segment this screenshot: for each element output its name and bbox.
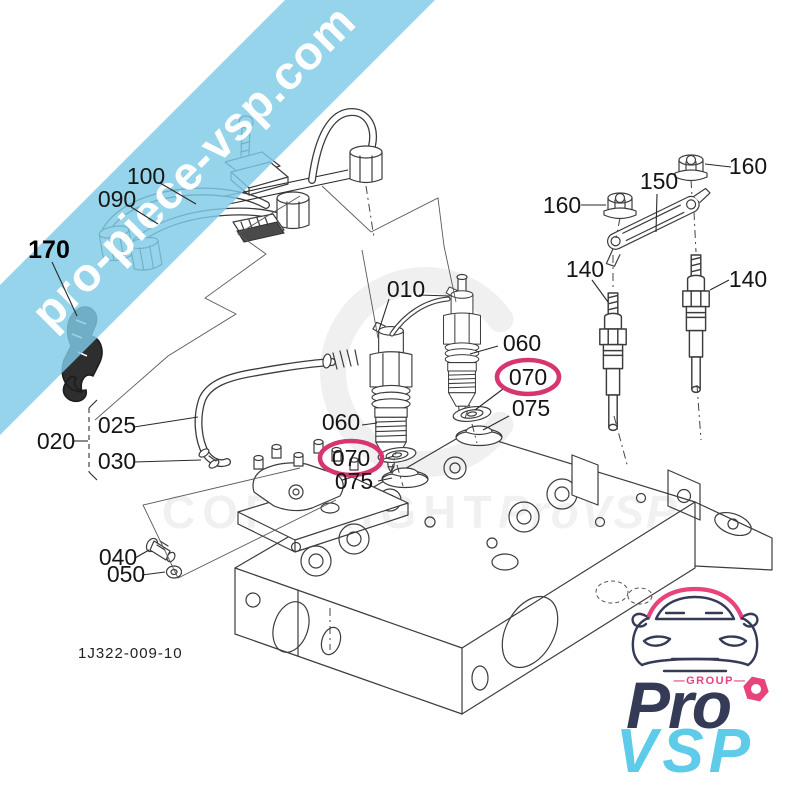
part-label-020: 020 <box>37 428 75 454</box>
glow-plug-left-art <box>599 292 627 432</box>
part-label-060-right: 060 <box>503 330 541 356</box>
highlight-ellipse-070-left <box>317 438 385 478</box>
car-roof-line <box>645 586 745 621</box>
part-label-140-left: 140 <box>566 256 604 282</box>
glow-plug-right-art <box>682 254 710 394</box>
association-lines <box>94 185 457 579</box>
logo-pro-text: Pro <box>626 668 731 742</box>
washer-070-right <box>451 403 493 425</box>
car-icon <box>631 586 759 673</box>
pump-bolts <box>253 438 359 471</box>
part-label-100: 100 <box>127 163 165 189</box>
part-label-050: 050 <box>107 561 145 587</box>
drawing-reference: 1J322-009-10 <box>78 645 183 662</box>
part-label-160-right: 160 <box>729 153 767 179</box>
logo-group-text: —GROUP— <box>674 675 747 687</box>
hex-nut-icon <box>743 676 769 702</box>
injector-right-art <box>443 273 481 421</box>
fuel-pipe-art <box>194 349 359 469</box>
part-label-075-right: 075 <box>512 395 550 421</box>
part-label-040: 040 <box>99 544 137 570</box>
part-label-010: 010 <box>387 276 425 302</box>
copyright-watermark: COPYRIGHT ProVSP <box>162 267 677 538</box>
highlight-ellipse-070-right <box>494 357 562 397</box>
bleed-screw-art <box>145 537 183 579</box>
part-label-070-right: 070 <box>509 364 547 390</box>
part-label-070-left: 070 <box>332 445 370 471</box>
part-label-030: 030 <box>98 448 136 474</box>
copyright-c-icon <box>320 267 514 477</box>
provsp-logo: —GROUP— Pro VSP <box>616 586 769 786</box>
banner-stripe <box>0 0 535 452</box>
pump-mount-art <box>237 438 409 553</box>
nut-160-left-art <box>603 192 637 220</box>
part-label-160-left: 160 <box>543 192 581 218</box>
pipe-clamps <box>198 448 220 469</box>
head-face-ports <box>245 580 653 691</box>
part-label-140-right: 140 <box>729 266 767 292</box>
connector-strap-art <box>605 187 711 267</box>
part-labels: 100 090 170 010 060 070 075 060 070 075 … <box>28 153 767 587</box>
part-label-060-left: 060 <box>322 409 360 435</box>
cylinder-head-art <box>234 431 773 715</box>
part-label-025: 025 <box>98 412 136 438</box>
nut-160-right-art <box>674 154 708 182</box>
part-label-075-left: 075 <box>335 468 373 494</box>
head-block-detail <box>571 454 599 506</box>
part-label-150: 150 <box>640 168 678 194</box>
part-label-170: 170 <box>28 236 70 264</box>
logo-vsp-text: VSP <box>616 717 755 786</box>
part-label-090: 090 <box>98 186 136 212</box>
leader-lines <box>51 163 732 576</box>
pipe-clamp-comb <box>232 213 285 243</box>
